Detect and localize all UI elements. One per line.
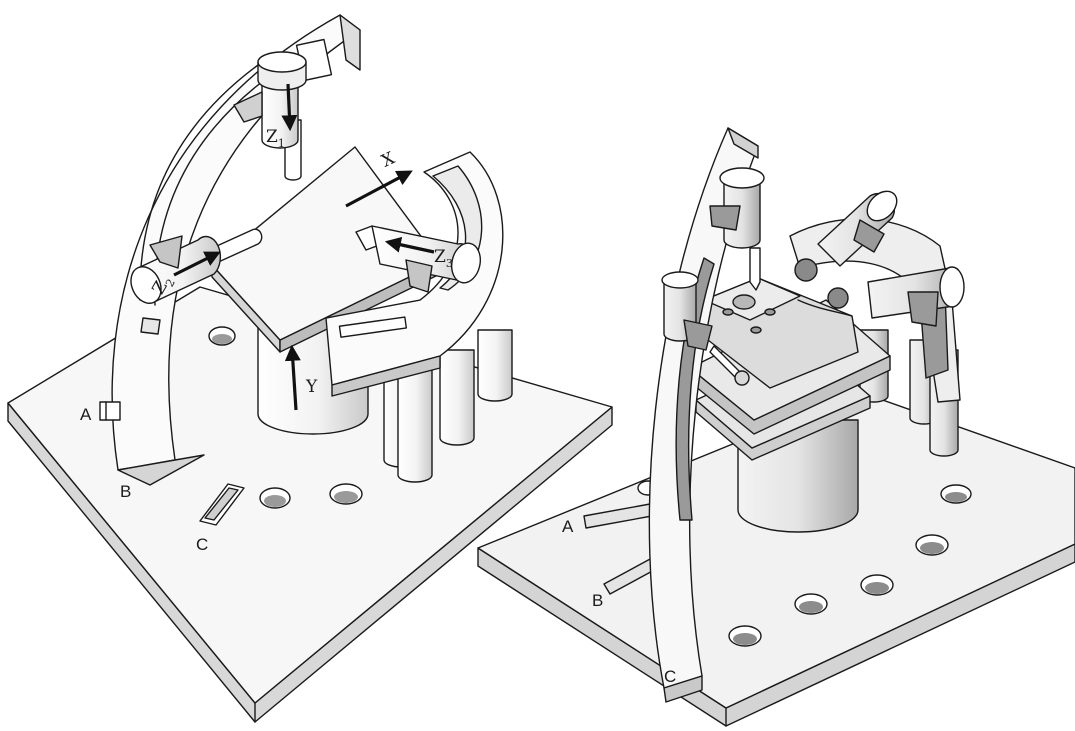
left-fixture: Z1 Z2 Z3 X Y A B C xyxy=(7,14,613,723)
x-label: X xyxy=(379,148,399,172)
left-clamp-z2 xyxy=(130,228,263,304)
y-label: Y xyxy=(305,377,318,397)
right-clamp-upper-right xyxy=(794,190,898,282)
right-clamp-right xyxy=(827,266,965,327)
right-clamp-top xyxy=(709,167,765,291)
left-label-b: B xyxy=(120,482,131,501)
right-label-b: B xyxy=(592,591,603,610)
z2-arrow xyxy=(173,251,221,277)
left-locator-a xyxy=(99,401,121,421)
left-axis-arrows xyxy=(173,83,435,411)
z1-label: Z1 xyxy=(266,127,285,150)
right-base-holes xyxy=(637,480,972,647)
right-arc-bracket xyxy=(648,127,759,703)
right-part-labels: A B C xyxy=(562,517,676,686)
left-label-c: C xyxy=(196,535,208,554)
left-clamp-z1 xyxy=(233,51,307,181)
left-base-holes xyxy=(208,326,363,509)
left-locator-c xyxy=(199,483,245,526)
right-fixture: A B C xyxy=(477,127,1075,727)
right-label-c: C xyxy=(664,667,676,686)
right-locators xyxy=(583,503,659,595)
left-part-labels: A B C xyxy=(80,405,208,554)
z1-arrow xyxy=(281,83,298,132)
z3-label: Z3 xyxy=(434,247,453,270)
left-label-a: A xyxy=(80,405,92,424)
x-arrow xyxy=(345,170,413,208)
right-clamp-left xyxy=(661,271,750,386)
y-arrow xyxy=(284,344,301,411)
right-label-a: A xyxy=(562,517,574,536)
z3-arrow xyxy=(384,236,435,254)
